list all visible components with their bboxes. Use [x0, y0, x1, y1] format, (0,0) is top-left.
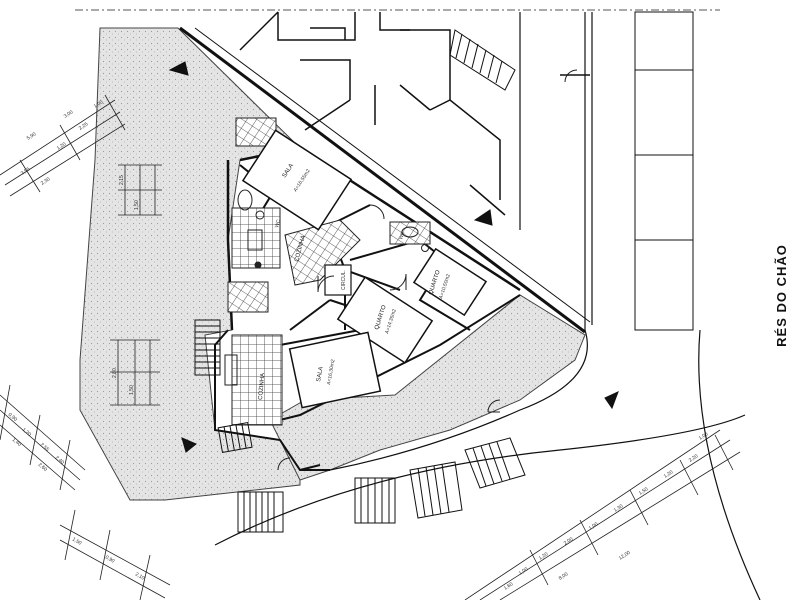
- tile-area-corridor: [284, 219, 361, 286]
- dim-br-g: 1,20: [663, 469, 675, 479]
- dim-tl-f: 1,00: [93, 99, 105, 109]
- dimension-lines-vertical-bottom: [110, 339, 160, 406]
- door-swings: [277, 69, 578, 471]
- dimension-lines-top-left: [0, 94, 126, 197]
- sheet-title-text: RÉS DO CHÃO: [773, 243, 789, 347]
- dim-v2: 1,50: [134, 200, 140, 210]
- label-sala-bottom-area: A=16,30m2: [326, 359, 336, 386]
- dim-bl-c: 2,55: [39, 442, 50, 453]
- dimension-lines-bottom-left: [0, 384, 86, 491]
- dimension-lines-vertical-top: [118, 164, 162, 216]
- dim-bl-a: 0,90: [7, 412, 18, 423]
- dim-br-a: 1,00: [518, 566, 530, 576]
- sheet-title: RÉS DO CHÃO: [770, 215, 792, 375]
- dim-v1: 2,15: [119, 175, 125, 185]
- parking-bays: [634, 11, 694, 331]
- dim-br-f: 1,50: [638, 486, 650, 496]
- dimension-lines-bottom-right: [464, 429, 741, 600]
- orientation-markers: [168, 61, 619, 453]
- room-circulacao: [324, 264, 352, 296]
- dim-br-e: 1,30: [613, 503, 625, 513]
- upper-building: [239, 11, 590, 216]
- dim-br-d: 1,00: [588, 521, 600, 531]
- dim-bb-c: 2,10: [134, 572, 146, 582]
- label-cozinha-bottom: COZINHA: [258, 373, 266, 400]
- dim-br-k: 1,60: [503, 581, 515, 591]
- dim-bl-b: 1,20: [21, 427, 32, 438]
- dim-v3: 2,80: [112, 368, 118, 378]
- label-wc-left: WC: [274, 219, 282, 229]
- room-quarto-left: [336, 276, 434, 364]
- dim-br-j: 12,00: [618, 550, 632, 562]
- room-sala-top: [241, 129, 353, 231]
- room-sala-bottom: [288, 331, 382, 409]
- tile-area-left-entry: [227, 281, 269, 313]
- dim-bl-f: 2,60: [37, 462, 48, 473]
- stairs-left: [194, 319, 221, 376]
- label-circulacao: CIRCUL.: [341, 270, 347, 290]
- label-wc-right: WC: [398, 230, 406, 240]
- dim-tl-e: 3,00: [63, 109, 75, 119]
- dim-tl-b: 3,55: [20, 166, 32, 176]
- dim-bl-e: 1,40: [11, 437, 22, 448]
- dim-v4: 1,50: [129, 385, 135, 395]
- tile-area-wc-right: [389, 221, 431, 245]
- stairs-top: [449, 29, 516, 91]
- external-curves: [214, 12, 761, 600]
- dim-tl-c: 1,20: [56, 141, 68, 151]
- dim-tl-d: 2,25: [78, 121, 90, 131]
- dim-br-i: 8,00: [558, 571, 570, 581]
- dim-bb-a: 1,50: [71, 537, 83, 547]
- dim-tl-a: 5,90: [26, 131, 38, 141]
- dim-bl-d: 2,40: [54, 455, 65, 466]
- outdoor-paving-south: [269, 294, 586, 481]
- dimension-lines-bottom: [59, 509, 171, 600]
- dim-br-h: 2,20: [688, 453, 700, 463]
- label-sala-bottom: SALA: [316, 366, 325, 382]
- bathroom-fixtures: [224, 189, 429, 386]
- dim-br-c: 2,00: [563, 536, 575, 546]
- tile-area-kitchen-bottom: [231, 334, 283, 426]
- dim-tl-g: 2,30: [40, 176, 52, 186]
- dim-br-l: 1,00: [698, 431, 710, 441]
- dim-bb-b: 0,90: [104, 555, 116, 565]
- room-quarto-right: [412, 247, 488, 317]
- dim-br-b: 1,20: [538, 551, 550, 561]
- tile-area-kitchen-top: [231, 207, 281, 269]
- stairs-bottom: [217, 421, 526, 533]
